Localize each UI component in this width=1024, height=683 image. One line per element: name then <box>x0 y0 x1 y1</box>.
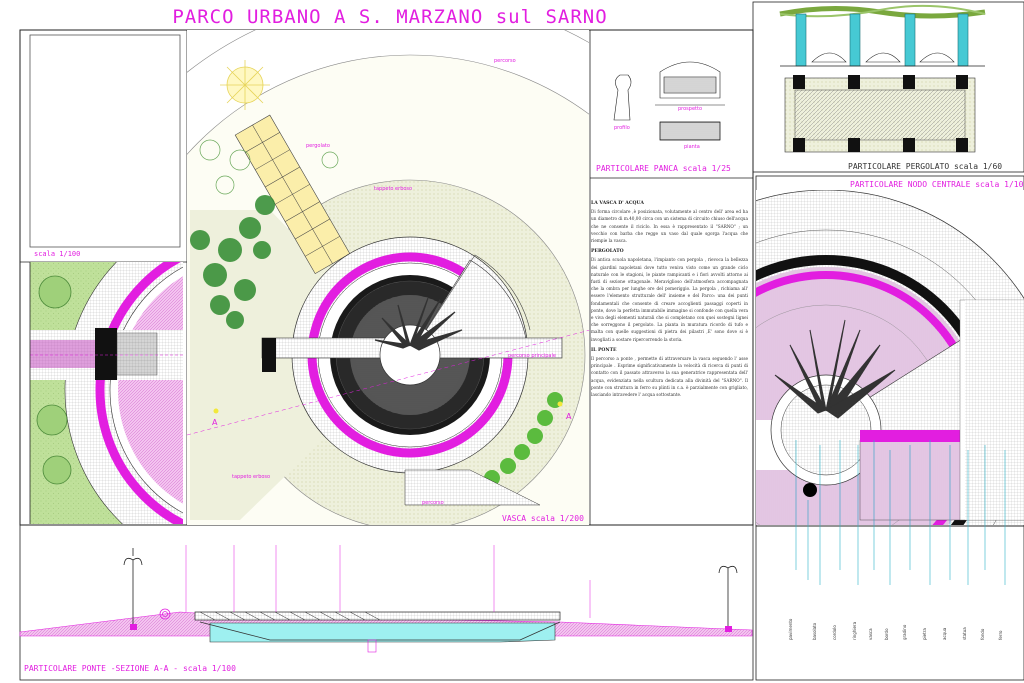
section-marker-a2: A <box>566 412 572 421</box>
caption-panca: PARTICOLARE PANCA scala 1/25 <box>596 164 731 173</box>
svg-text:pietra: pietra <box>922 628 927 640</box>
plan-label-tappeto: tappeto erboso <box>374 186 413 192</box>
plan-label-tappeto2: tappeto erboso <box>232 474 271 480</box>
pergolato-plan <box>234 114 351 275</box>
plan-label-pergolato: pergolato <box>306 143 330 149</box>
nodo-detail <box>756 190 1024 525</box>
svg-text:gradino: gradino <box>902 624 907 640</box>
plan-label-percorso-bottom: percorso <box>422 500 444 506</box>
ponte-section <box>19 545 753 653</box>
caption-vasca: VASCA scala 1/200 <box>502 514 584 523</box>
paragraph-pergolato: Di antica scuola napoletana, l'impianto … <box>591 257 748 342</box>
panca-label-prospetto: prospetto <box>678 106 703 112</box>
plan-label-percorso-principale: percorso principale <box>508 353 556 359</box>
paragraph-vasca: Di forma circolare ,è posizionata, volut… <box>591 209 748 244</box>
heading-ponte: IL PONTE <box>591 347 617 353</box>
caption-nodo: PARTICOLARE NODO CENTRALE scala 1/100 <box>850 180 1024 189</box>
plan-label-percorso-top: percorso <box>494 58 516 64</box>
panca-label-pianta: pianta <box>684 144 700 150</box>
heading-vasca: LA VASCA D' ACQUA <box>591 201 644 206</box>
heading-pergolato: PERGOLATO <box>591 249 624 255</box>
drawing-title: PARCO URBANO A S. MARZANO sul SARNO <box>172 6 608 28</box>
caption-ponte: PARTICOLARE PONTE -SEZIONE A-A - scala 1… <box>24 664 236 673</box>
svg-text:statua: statua <box>962 627 967 640</box>
description-text: LA VASCA D' ACQUA Di forma circolare ,è … <box>591 197 748 517</box>
svg-text:basolato: basolato <box>812 622 817 640</box>
section-marker-a1: A <box>212 418 218 427</box>
svg-text:ferro: ferro <box>998 630 1003 640</box>
left-detail <box>30 262 183 524</box>
svg-text:fondo: fondo <box>980 628 985 640</box>
vasca-plan <box>187 30 589 525</box>
panca-label-profilo: profilo <box>614 125 630 131</box>
ponte-frame <box>19 524 754 681</box>
pergolato-frame <box>752 1 1024 173</box>
svg-text:pavimento: pavimento <box>788 618 793 640</box>
svg-text:cordolo: cordolo <box>832 625 837 640</box>
nodo-leaders <box>795 440 1006 585</box>
svg-text:bordo: bordo <box>884 628 889 640</box>
pergolato-detail <box>779 4 986 153</box>
svg-text:ringhiera: ringhiera <box>852 621 857 640</box>
paragraph-ponte: Il percorso a ponte , permette di attrav… <box>591 356 748 398</box>
blank-panel <box>29 34 181 248</box>
caption-pergolato: PARTICOLARE PERGOLATO scala 1/60 <box>848 162 1003 171</box>
caption-left-scale: scala 1/100 <box>34 250 81 258</box>
panca-detail <box>613 61 725 141</box>
svg-text:acqua: acqua <box>942 627 947 640</box>
svg-text:vasca: vasca <box>868 628 873 640</box>
